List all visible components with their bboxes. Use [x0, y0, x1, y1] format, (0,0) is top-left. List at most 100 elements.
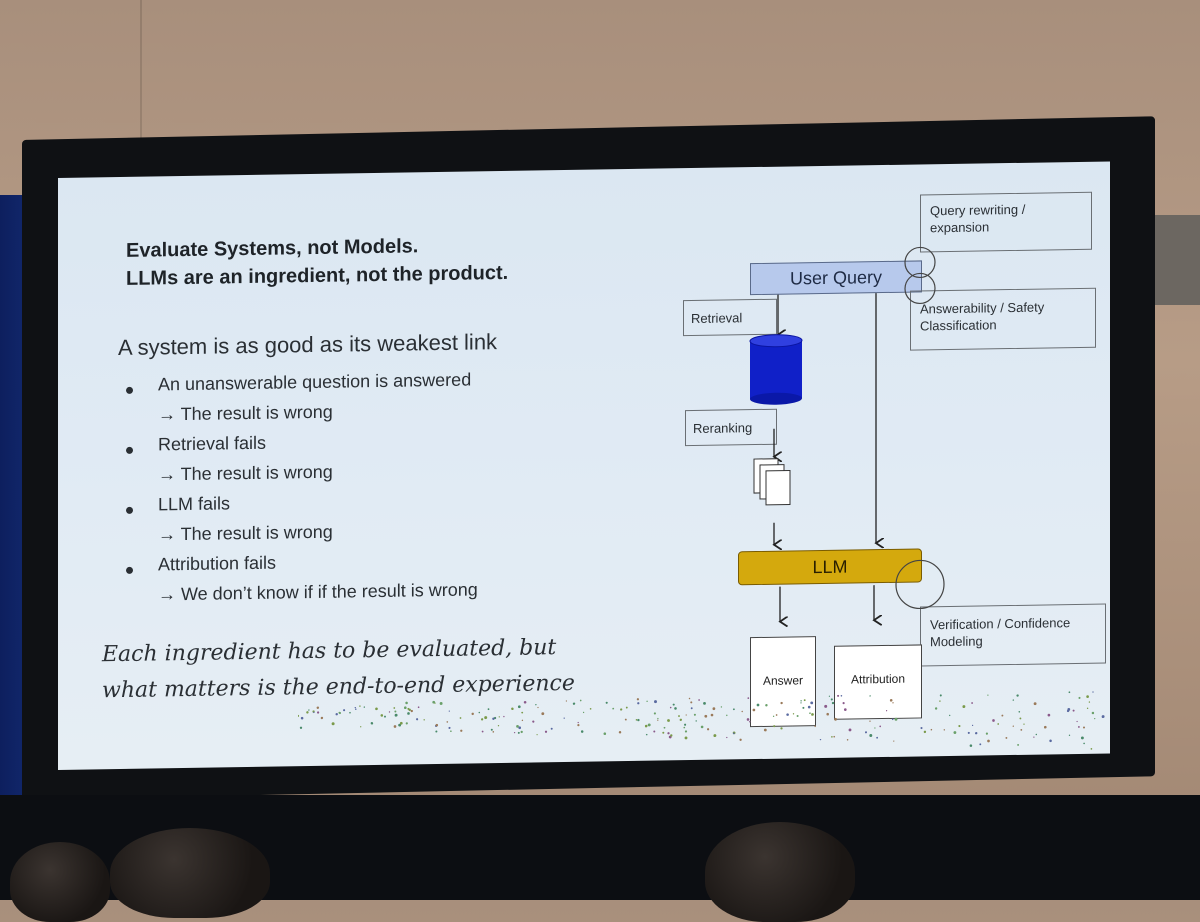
speckle-dot [523, 700, 527, 704]
speckle-dot [706, 728, 710, 731]
speckle-dot [726, 714, 728, 717]
speckle-dot [408, 708, 411, 712]
speckle-dot [869, 720, 871, 722]
audience-head [10, 842, 110, 922]
speckle-dot [1035, 733, 1038, 736]
speckle-dot [521, 719, 524, 722]
speckle-dot [772, 715, 775, 718]
speckle-dot [654, 700, 657, 704]
speckle-dot [646, 700, 648, 703]
speckle-dot [1082, 726, 1086, 729]
speckle-dot [316, 711, 320, 714]
audience-head [705, 822, 855, 922]
speckle-dot [690, 701, 693, 704]
speckle-dot [674, 707, 677, 710]
speckle-dot [953, 731, 957, 734]
speckle-dot [690, 707, 693, 710]
speckle-dot [828, 695, 831, 697]
speckle-dot [637, 702, 640, 705]
speckle-dot [971, 724, 974, 727]
speckle-dot [1068, 691, 1071, 694]
speckle-dot [967, 731, 970, 734]
speckle-dot [1083, 742, 1085, 745]
speckle-dot [1018, 710, 1021, 713]
speckle-dot [843, 708, 847, 711]
speckle-dot [819, 738, 822, 741]
speckle-dot [997, 723, 1000, 725]
speckle-dot [830, 698, 833, 701]
speckle-dot [1001, 714, 1004, 717]
speckle-dot [700, 725, 704, 729]
speckle-dot [1019, 717, 1022, 720]
speckle-dot [618, 731, 622, 734]
speckle-dot [460, 729, 463, 732]
speckle-dot [756, 703, 760, 707]
speckle-dot [521, 711, 524, 714]
speckle-dot [773, 725, 776, 728]
speckle-dot [848, 728, 852, 732]
speckle-dot [987, 739, 990, 743]
speckle-dot [775, 714, 778, 716]
speckle-dot [484, 716, 488, 720]
speckle-dot [992, 719, 995, 722]
speckle-dot [695, 720, 697, 722]
speckle-dot [939, 700, 941, 702]
speckle-dot [492, 717, 495, 720]
speckle-dot [710, 713, 714, 717]
speckle-dot [1078, 696, 1081, 699]
speckle-dot [439, 702, 443, 705]
speckle-dot [1092, 691, 1094, 693]
speckle-dot [962, 705, 966, 709]
speckle-dot [846, 739, 849, 741]
speckle-dot [824, 704, 828, 708]
speckle-dot [605, 701, 608, 704]
speckle-dot [780, 701, 783, 705]
speckle-dot [657, 719, 659, 721]
speckle-dot [874, 727, 876, 729]
speckle-dot [446, 721, 449, 723]
speckle-dot [612, 707, 615, 710]
speckle-dot [603, 732, 607, 735]
speckle-dot [625, 706, 628, 709]
speckle-dot [520, 730, 523, 734]
speckle-dot [405, 722, 408, 725]
speckle-dot [503, 715, 505, 718]
speckle-dot [969, 744, 973, 747]
speckle-dot [1076, 720, 1078, 723]
speckle-dot [407, 712, 410, 715]
speckle-dot [1033, 736, 1035, 738]
speckle-dot [684, 730, 688, 733]
speckle-dot [541, 712, 545, 716]
speckle-dot [624, 718, 627, 721]
speckle-dot [589, 708, 592, 710]
speckle-dot [370, 721, 374, 725]
speckle-dot [338, 711, 341, 714]
speckle-dot [1049, 739, 1052, 743]
speckle-dot [306, 711, 309, 714]
speckle-dot [298, 714, 300, 717]
answerability-loop [904, 272, 936, 305]
speckle-dot [308, 709, 310, 711]
speckle-dot [394, 710, 397, 713]
speckle-dot [1086, 707, 1089, 710]
speckle-dot [891, 718, 894, 721]
speckle-dot [518, 726, 522, 730]
speckle-dot [550, 727, 553, 730]
speckle-dot [498, 716, 500, 718]
diagram-connectors [749, 246, 945, 770]
speckle-dot [349, 711, 351, 714]
speckle-dot [971, 702, 974, 704]
speckle-dot [313, 711, 315, 714]
speckle-dot [834, 717, 837, 721]
speckle-dot [417, 706, 420, 709]
speckle-dot [807, 705, 811, 709]
speckle-dot [974, 731, 978, 735]
speckle-dot [1005, 736, 1008, 739]
speckle-dot [563, 717, 565, 719]
speckle-dot [703, 701, 706, 705]
audience-head [110, 828, 270, 918]
speckle-dot [1086, 695, 1089, 698]
speckle-dot [565, 700, 568, 702]
speckle-dot [749, 721, 751, 723]
speckle-dot [394, 713, 398, 717]
